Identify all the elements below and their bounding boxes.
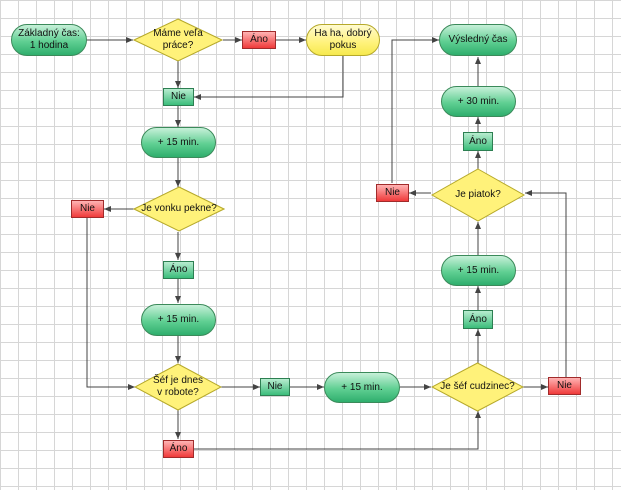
haha-terminal-label: Ha ha, dobrý pokus	[314, 28, 372, 51]
robot-no-label: Nie	[267, 381, 283, 392]
arrow-haha-to-no	[194, 56, 344, 100]
decision-busy-label: Máme veľa práce?	[153, 28, 203, 51]
decision-weather-shape	[133, 186, 225, 232]
plus30-terminal-label: + 30 min.	[457, 95, 500, 107]
busy-yes-box[interactable]: Áno	[242, 31, 276, 49]
decision-foreign-label: Je šéf cudzinec?	[440, 381, 515, 392]
busy-no-box[interactable]: Nie	[163, 88, 194, 106]
foreign-no-box[interactable]: Nie	[548, 377, 581, 395]
weather-no-box[interactable]: Nie	[71, 200, 104, 218]
plus15-terminal-a-label: + 15 min.	[157, 136, 200, 148]
plus30-terminal[interactable]: + 30 min.	[441, 86, 516, 117]
decision-busy-shape	[133, 18, 223, 62]
result-terminal-label: Výsledný čas	[448, 34, 508, 45]
haha-terminal[interactable]: Ha ha, dobrý pokus	[306, 24, 380, 56]
arrow-foreign-no-to-friday	[525, 190, 567, 377]
plus15-terminal-b-label: + 15 min.	[157, 314, 200, 325]
decision-weather[interactable]: Je vonku pekne?	[133, 186, 225, 232]
friday-yes-box[interactable]: Áno	[463, 132, 493, 151]
plus15-terminal-c[interactable]: + 15 min.	[324, 372, 400, 403]
start-terminal-label: Základný čas: 1 hodina	[18, 28, 80, 51]
plus15-terminal-a[interactable]: + 15 min.	[141, 127, 216, 158]
arrow-friday-no-to-result	[391, 37, 439, 183]
decision-friday-label: Je piatok?	[455, 189, 501, 200]
plus15-terminal-b[interactable]: + 15 min.	[141, 304, 216, 336]
weather-yes-label: Áno	[169, 264, 188, 275]
foreign-yes-box[interactable]: Áno	[463, 310, 493, 329]
decision-robot-label: Šéf je dnes v robote?	[152, 375, 204, 398]
decision-robot[interactable]: Šéf je dnes v robote?	[134, 363, 222, 411]
friday-yes-label: Áno	[469, 135, 487, 147]
decision-foreign[interactable]: Je šéf cudzinec?	[431, 362, 524, 412]
plus15-terminal-d-label: + 15 min.	[457, 264, 500, 276]
friday-no-box[interactable]: Nie	[376, 184, 409, 202]
plus15-terminal-d[interactable]: + 15 min.	[441, 255, 516, 286]
decision-friday-shape	[431, 168, 525, 222]
busy-yes-label: Áno	[250, 34, 268, 45]
decision-friday[interactable]: Je piatok?	[431, 168, 525, 222]
decision-busy[interactable]: Máme veľa práce?	[133, 18, 223, 62]
result-terminal[interactable]: Výsledný čas	[439, 24, 517, 56]
plus15-terminal-c-label: + 15 min.	[341, 381, 383, 393]
foreign-yes-label: Áno	[469, 313, 487, 325]
busy-no-label: Nie	[170, 91, 186, 102]
robot-yes-label: Áno	[169, 443, 188, 454]
weather-no-label: Nie	[79, 203, 95, 214]
robot-no-box[interactable]: Nie	[260, 378, 290, 396]
arrow-weather-no-to-robot	[86, 218, 135, 390]
decision-foreign-shape	[431, 362, 524, 412]
start-terminal[interactable]: Základný čas: 1 hodina	[11, 24, 87, 56]
arrow-robot-yes-to-foreign	[194, 411, 481, 450]
weather-yes-box[interactable]: Áno	[163, 261, 194, 279]
friday-no-label: Nie	[384, 187, 400, 198]
foreign-no-label: Nie	[556, 380, 572, 391]
decision-weather-label: Je vonku pekne?	[141, 203, 217, 214]
robot-yes-box[interactable]: Áno	[163, 440, 194, 458]
decision-robot-shape	[134, 363, 222, 411]
